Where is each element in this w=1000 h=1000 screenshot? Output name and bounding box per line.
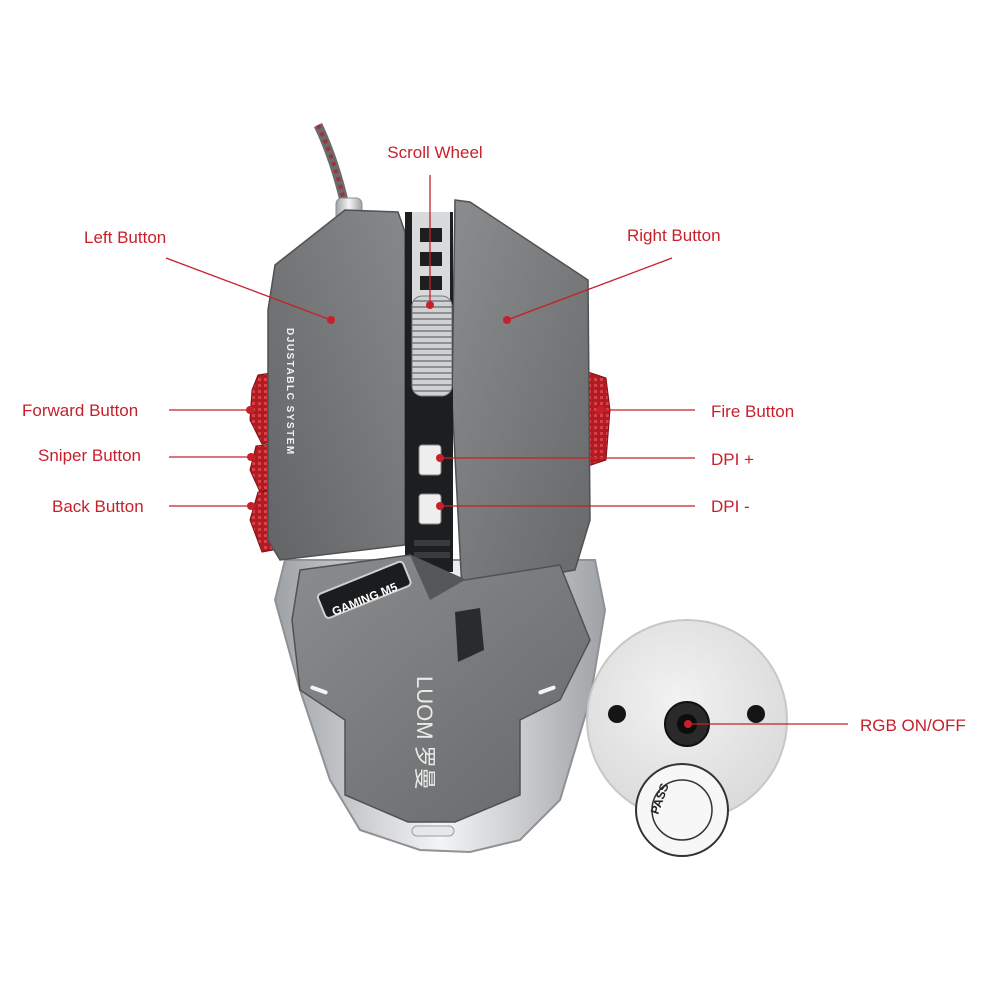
label-dpi-minus: DPI - (711, 497, 750, 516)
right-shell (451, 199, 591, 591)
leader-left-button (165, 257, 332, 321)
fire-button-shape (587, 371, 611, 467)
inset-screw-left (608, 705, 626, 723)
side-engraving: DJUSTABLC SYSTEM (284, 328, 295, 456)
leader-right-button (506, 257, 673, 321)
label-left-button: Left Button (84, 228, 167, 247)
label-back-button: Back Button (52, 497, 144, 516)
inset-screw-right (747, 705, 765, 723)
label-forward-button: Forward Button (22, 401, 139, 420)
label-scroll-wheel: Scroll Wheel (387, 143, 483, 162)
label-right-button: Right Button (627, 226, 721, 245)
label-sniper-button: Sniper Button (38, 446, 142, 465)
scroll-wheel-shape (411, 295, 453, 397)
leader-lines (165, 175, 848, 725)
label-rgb-toggle: RGB ON/OFF (860, 716, 966, 735)
brand-logo: LUOM 罗曼 (412, 676, 437, 790)
model-badge-plate (316, 560, 412, 619)
label-dpi-plus: DPI + (711, 450, 754, 469)
label-fire-button: Fire Button (711, 402, 795, 421)
dpi-indicator (455, 608, 484, 662)
rear-shell (291, 554, 591, 823)
cable-braid (316, 124, 347, 206)
leader-dots (246, 301, 692, 728)
pass-sticker (635, 763, 729, 857)
